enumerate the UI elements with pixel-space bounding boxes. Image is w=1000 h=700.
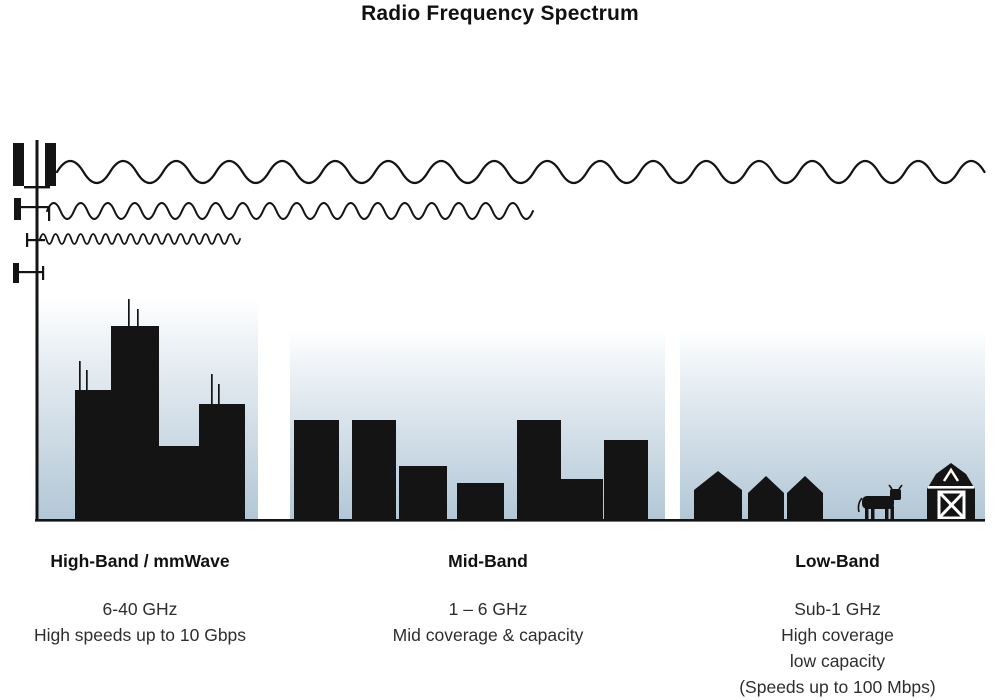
high-frequency-wave — [39, 233, 241, 245]
low-band-caption: Low-Band Sub-1 GHz High coverage low cap… — [690, 551, 985, 700]
cell-tower-icon — [13, 140, 56, 520]
mid-band-caption: Mid-Band 1 – 6 GHz Mid coverage & capaci… — [363, 551, 613, 648]
rural-scene — [694, 463, 975, 520]
low-band-description-3: (Speeds up to 100 Mbps) — [739, 677, 936, 697]
cow-icon — [857, 484, 903, 519]
mid-band-label: Mid-Band — [448, 551, 528, 571]
high-band-description: High speeds up to 10 Gbps — [33, 625, 247, 645]
high-band-frequency: 6-40 GHz — [102, 599, 178, 619]
low-band-description-1: High coverage — [781, 625, 894, 645]
house-icon — [694, 471, 742, 520]
high-band-caption: High-Band / mmWave 6-40 GHz High speeds … — [15, 551, 265, 648]
mid-band-frequency: 1 – 6 GHz — [448, 599, 528, 619]
house-icon — [748, 476, 784, 520]
low-band-description-2: low capacity — [789, 651, 886, 671]
low-band-frequency: Sub-1 GHz — [794, 599, 881, 619]
low-band-label: Low-Band — [795, 551, 880, 571]
ground-line — [35, 519, 985, 522]
city-skyline — [75, 299, 245, 520]
diagram-title: Radio Frequency Spectrum — [361, 2, 639, 25]
house-icon — [787, 476, 823, 520]
mid-band-description: Mid coverage & capacity — [392, 625, 584, 645]
high-band-label: High-Band / mmWave — [50, 551, 230, 571]
midrise-skyline — [294, 420, 648, 520]
mid-frequency-wave — [46, 202, 534, 220]
barn-icon — [927, 463, 975, 520]
low-frequency-wave — [55, 159, 986, 185]
